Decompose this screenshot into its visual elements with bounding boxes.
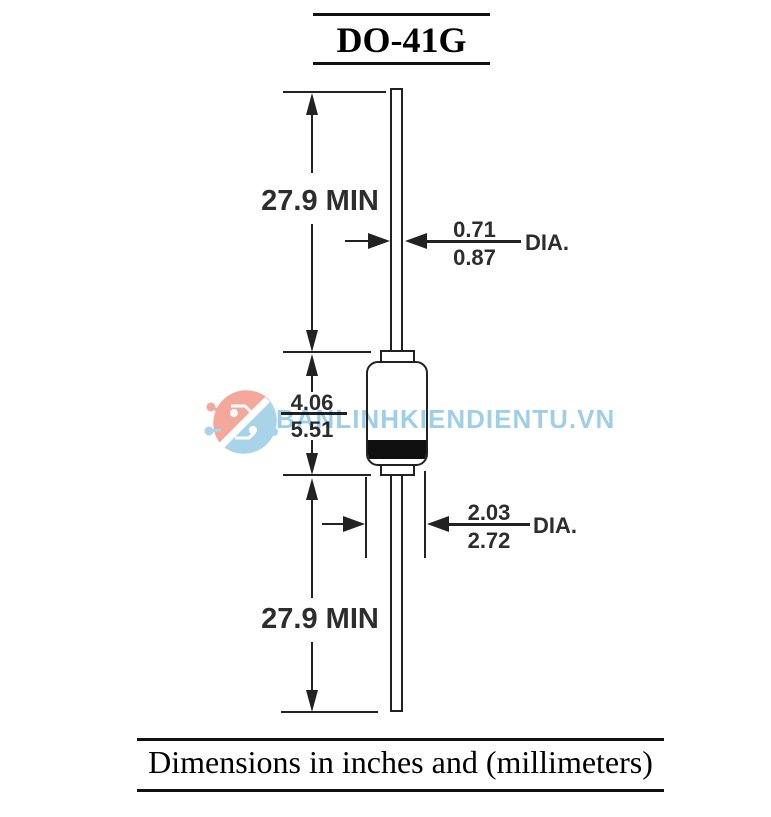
- title-bottom-rule: [313, 62, 490, 65]
- dim-lead-top-label: 27.9 MIN: [261, 185, 379, 217]
- lead-dia-left-shaft: [345, 240, 375, 242]
- dim-line-top-lower: [311, 224, 313, 332]
- dim-line-top-upper: [311, 113, 313, 173]
- body-dia-ext-left: [365, 477, 367, 558]
- arrowhead-left-icon: [405, 233, 427, 249]
- package-title: DO-41G: [336, 20, 467, 60]
- lower-lead-wire: [390, 474, 403, 712]
- tick-lead-top: [283, 91, 386, 93]
- arrowhead-right-icon: [368, 233, 390, 249]
- caption-text: Dimensions in inches and (millimeters): [148, 744, 653, 780]
- arrowhead-left-icon: [427, 516, 449, 532]
- lead-dia-label: DIA.: [525, 230, 569, 255]
- body-len-numerator: 4.06: [290, 390, 334, 415]
- arrowhead-up-icon: [306, 354, 318, 376]
- body-dia-numerator: 2.03: [467, 500, 511, 525]
- lead-dia-denominator: 0.87: [453, 245, 496, 270]
- upper-lead-wire: [390, 88, 403, 353]
- body-dia-label: DIA.: [533, 513, 577, 538]
- cathode-band: [368, 440, 426, 459]
- dim-lead-bottom-label: 27.9 MIN: [261, 603, 379, 635]
- dim-line-bottom-lower: [311, 642, 313, 692]
- arrowhead-down-icon: [306, 330, 318, 352]
- body-dia-denominator: 2.72: [467, 528, 511, 553]
- tick-body-top: [283, 351, 371, 353]
- lead-dia-numerator: 0.71: [453, 217, 496, 242]
- body-dia-ext-right: [424, 471, 426, 558]
- dim-line-bottom-upper: [311, 498, 313, 598]
- arrowhead-up-icon: [306, 93, 318, 115]
- arrowhead-up-icon: [306, 478, 318, 500]
- tick-lead-bottom: [281, 711, 378, 713]
- body-dia-fraction-bar: [448, 523, 530, 526]
- body-len-denominator: 5.51: [290, 417, 334, 442]
- title-top-rule: [313, 13, 490, 16]
- arrowhead-right-icon: [343, 516, 365, 532]
- arrowhead-down-icon: [306, 690, 318, 712]
- caption-top-rule: [137, 738, 664, 741]
- watermark-logo-icon: [204, 390, 278, 454]
- tick-body-bottom: [283, 474, 371, 476]
- arrowhead-down-icon: [306, 453, 318, 475]
- diode-body: [366, 361, 428, 466]
- body-len-shaft-upper: [311, 374, 313, 392]
- caption-bottom-rule: [137, 789, 664, 792]
- lead-dia-fraction-bar: [427, 240, 521, 243]
- body-len-fraction-bar: [281, 412, 347, 415]
- body-len-shaft-lower: [311, 440, 313, 456]
- body-dia-left-shaft: [322, 523, 348, 525]
